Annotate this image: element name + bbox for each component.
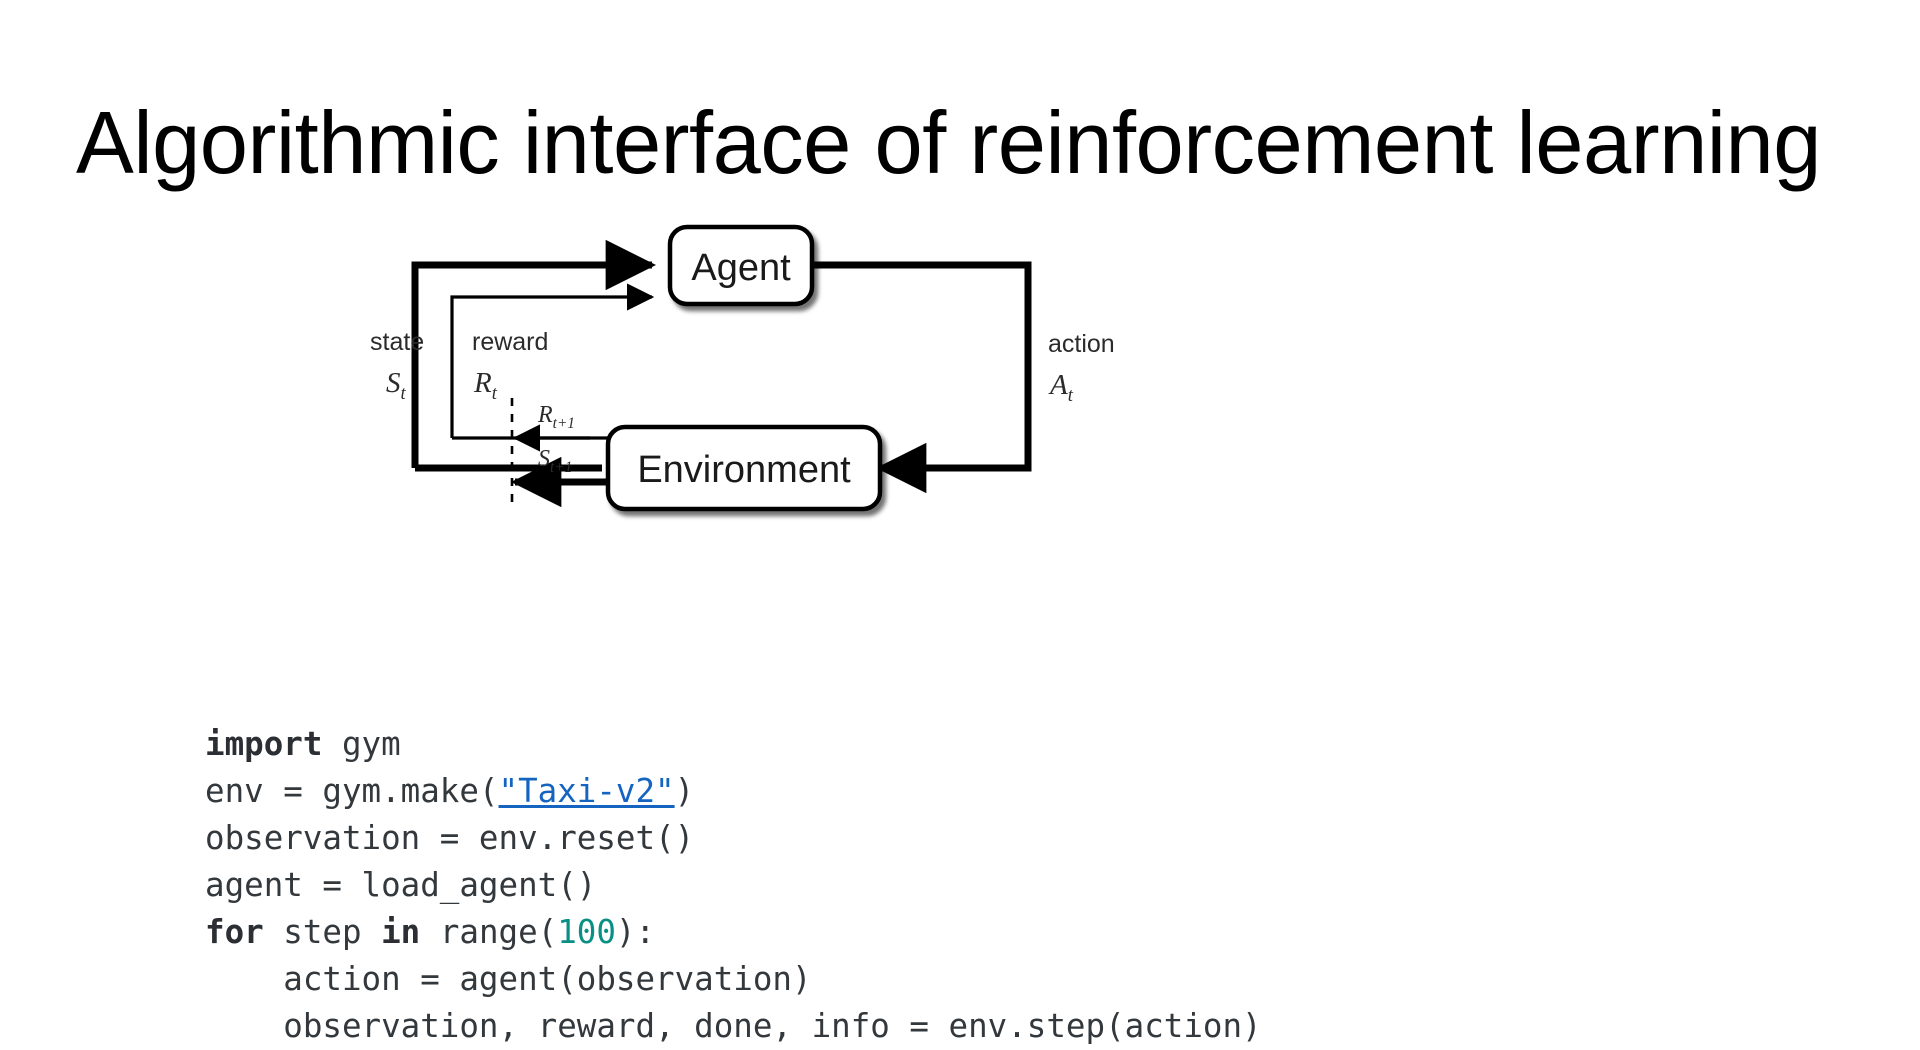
edge-reward-word: reward (472, 328, 548, 356)
code-line-1: import gym (205, 721, 1262, 768)
code-keyword: for (205, 912, 264, 951)
code-keyword: in (381, 912, 421, 951)
code-text: observation, reward, done, info = env.st… (205, 1006, 1262, 1045)
code-text: observation = env.reset() (205, 818, 695, 857)
code-number: 100 (557, 912, 616, 951)
edge-action-symbol: At (1048, 369, 1074, 406)
edge-action (812, 261, 1032, 494)
code-text: ) (674, 771, 695, 810)
code-text: step (263, 912, 382, 951)
code-text: range( (420, 912, 558, 951)
node-environment-label: Environment (637, 449, 851, 491)
code-line-2: env = gym.make("Taxi-v2") (205, 768, 1262, 815)
code-text: ): (615, 912, 656, 951)
code-line-5: for step in range(100): (205, 909, 1262, 956)
code-text: gym (322, 724, 401, 763)
node-environment: Environment (605, 424, 883, 512)
code-text: agent = load_agent() (205, 865, 597, 904)
code-line-6: action = agent(observation) (205, 956, 1262, 1003)
code-text: action = agent(observation) (205, 959, 812, 998)
edge-state-symbol: St (386, 367, 407, 404)
edge-state-next-symbol: St+1 (538, 446, 572, 476)
edge-reward-symbol: Rt (473, 367, 498, 404)
rl-loop-diagram: Agent Environment state St reward Rt act… (370, 210, 1300, 540)
code-keyword: import (205, 724, 323, 763)
edge-reward-next-symbol: Rt+1 (537, 402, 575, 432)
edge-state-word: state (370, 328, 424, 356)
edge-action-word: action (1048, 330, 1115, 358)
node-agent-label: Agent (691, 247, 791, 289)
code-line-3: observation = env.reset() (205, 815, 1262, 862)
node-agent: Agent (667, 224, 815, 307)
env-id-link[interactable]: "Taxi-v2" (498, 771, 675, 810)
code-line-4: agent = load_agent() (205, 862, 1262, 909)
edge-state (411, 239, 657, 472)
code-text: env = gym.make( (205, 771, 499, 810)
page-title: Algorithmic interface of reinforcement l… (76, 92, 1821, 192)
code-line-7: observation, reward, done, info = env.st… (205, 1003, 1262, 1050)
